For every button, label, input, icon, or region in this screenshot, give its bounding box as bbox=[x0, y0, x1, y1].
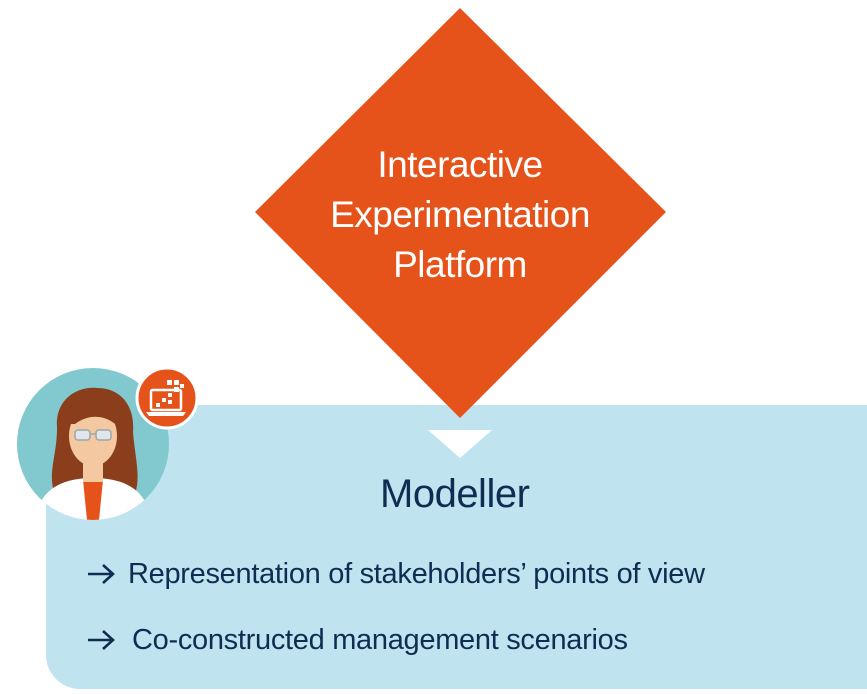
platform-label-line-3: Platform bbox=[393, 244, 527, 285]
diamond-shape bbox=[255, 8, 666, 458]
platform-label: Interactive Experimentation Platform bbox=[290, 140, 630, 290]
diamond-notch bbox=[428, 430, 492, 458]
platform-label-line-1: Interactive bbox=[377, 144, 543, 185]
role-bullet-list: Representation of stakeholders’ points o… bbox=[86, 552, 846, 670]
woman-with-glasses-avatar-icon bbox=[17, 368, 169, 520]
platform-label-line-2: Experimentation bbox=[330, 194, 590, 235]
list-item: Co-constructed management scenarios bbox=[86, 618, 846, 670]
role-title: Modeller bbox=[380, 472, 530, 516]
platform-diamond: Interactive Experimentation Platform bbox=[255, 8, 666, 458]
bullet-text: Representation of stakeholders’ points o… bbox=[128, 558, 705, 590]
list-item: Representation of stakeholders’ points o… bbox=[86, 552, 846, 604]
arrow-right-icon bbox=[88, 630, 115, 650]
laptop-pixels-badge-icon bbox=[135, 366, 199, 430]
bullet-text: Co-constructed management scenarios bbox=[132, 624, 628, 656]
arrow-right-icon bbox=[88, 564, 115, 584]
